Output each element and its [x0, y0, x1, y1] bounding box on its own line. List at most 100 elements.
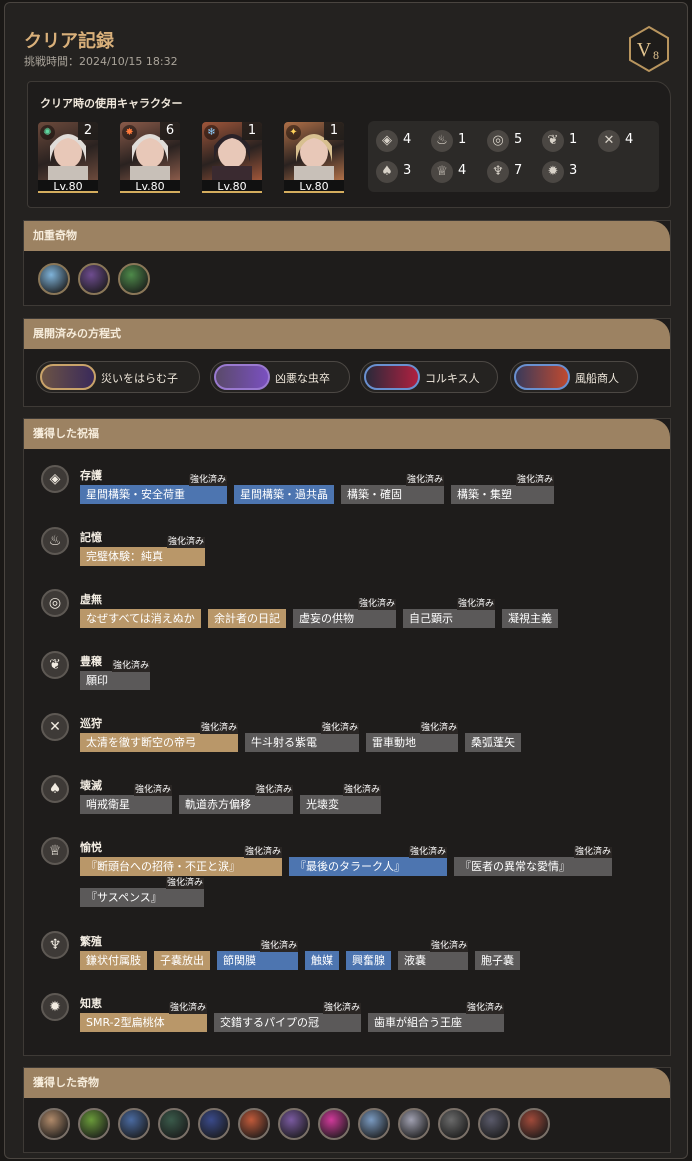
blessing-tag[interactable]: 『サスペンス』強化済み [80, 878, 204, 907]
curio-3-icon[interactable] [118, 1108, 150, 1140]
blessing-tag[interactable]: 交錯するパイプの冠強化済み [214, 1003, 361, 1032]
blessing-label: 桑弧蓬矢 [471, 736, 515, 749]
blessing-path-name: 虚無 [80, 593, 102, 606]
curio-4-icon[interactable] [158, 1108, 190, 1140]
blessing-tag[interactable]: 『最後のタラーク人』強化済み [289, 847, 447, 876]
blessings-panel: 獲得した祝福 ◈存護星間構築・安全荷重強化済み星間構築・過共晶構築・確固強化済み… [23, 418, 671, 1056]
equations-title: 展開済みの方程式 [24, 319, 670, 349]
character-portrait: ✸6 [120, 122, 180, 180]
blessing-label: 鎌状付属肢 [86, 954, 141, 967]
blessing-tag[interactable]: 鎌状付属肢 [80, 951, 147, 970]
imaginary-element-icon: ✦ [286, 125, 301, 140]
blessing-path-name: 繁殖 [80, 935, 102, 948]
equation-chip[interactable]: コルキス人 [360, 361, 498, 393]
curio-8-icon[interactable] [318, 1108, 350, 1140]
blessing-label: なぜすべては消えぬか [86, 612, 195, 625]
blessing-tag[interactable]: 興奮腺 [346, 951, 391, 970]
blessing-tag[interactable]: 『断頭台への招待・不正と涙』強化済み [80, 847, 282, 876]
preservation-icon: ◈ [41, 465, 69, 493]
blessing-tag[interactable]: 星間構築・安全荷重強化済み [80, 475, 227, 504]
equation-chip[interactable]: 災いをはらむ子 [36, 361, 200, 393]
enhanced-badge: 強化済み [342, 785, 381, 796]
blessing-tag[interactable]: 完璧体験：純真強化済み [80, 537, 205, 566]
character-portrait: ❄1 [202, 122, 262, 180]
path-count: 1 [569, 132, 578, 147]
character-portrait: ✺2 [38, 122, 98, 180]
enhanced-badge: 強化済み [515, 475, 554, 486]
blessing-label: 構築・確固 [347, 488, 402, 501]
curio-1-icon[interactable] [38, 1108, 70, 1140]
enhanced-badge: 強化済み [419, 723, 458, 734]
blessing-tag[interactable]: SMR-2型扁桃体強化済み [80, 1003, 207, 1032]
curio-9-icon[interactable] [358, 1108, 390, 1140]
curio-5-icon[interactable] [198, 1108, 230, 1140]
blessing-label: 歯車が組合う王座 [374, 1016, 462, 1029]
blessing-tag[interactable]: 哨戒衛星強化済み [80, 785, 172, 814]
equation-image [214, 364, 270, 390]
equation-label: コルキス人 [425, 372, 480, 385]
blessing-tag[interactable]: 『医者の異常な愛情』強化済み [454, 847, 612, 876]
enhanced-badge: 強化済み [133, 785, 172, 796]
blessing-tag[interactable]: 光壊変強化済み [300, 785, 381, 814]
blessing-label: 星間構築・過共晶 [240, 488, 328, 501]
enhanced-badge: 強化済み [166, 537, 205, 548]
blessing-path-name: 存護 [80, 469, 102, 482]
remembrance-icon: ♨ [41, 527, 69, 555]
nihility-icon: ◎ [487, 130, 509, 152]
blessing-label: 自己顕示 [409, 612, 453, 625]
blessing-tag[interactable]: 凝視主義 [502, 609, 558, 628]
character-face [294, 134, 334, 180]
blessing-label: 余計者の日記 [214, 612, 280, 625]
elation-icon: ♕ [41, 837, 69, 865]
badge-number: 8 [653, 48, 659, 62]
blessing-tag[interactable]: 液嚢強化済み [398, 941, 468, 970]
curio-10-icon[interactable] [398, 1108, 430, 1140]
blessing-label: 触媒 [311, 954, 333, 967]
blessing-tag[interactable]: 構築・確固強化済み [341, 475, 444, 504]
blessing-tag[interactable]: 子嚢放出 [154, 951, 210, 970]
blessing-tag[interactable]: 牛斗射る紫電強化済み [245, 723, 359, 752]
enhanced-badge: 強化済み [573, 847, 612, 858]
difficulty-badge: V 8 [627, 25, 671, 73]
blessing-label: 雷車動地 [372, 736, 416, 749]
curio-2-icon[interactable] [78, 1108, 110, 1140]
blessing-label: 節関膜 [223, 954, 256, 967]
blessing-tag[interactable]: なぜすべては消えぬか [80, 609, 201, 628]
weighted-curio-2-icon[interactable] [78, 263, 110, 295]
blessing-tag[interactable]: 余計者の日記 [208, 609, 286, 628]
equation-chip[interactable]: 凶悪な虫卒 [210, 361, 350, 393]
blessing-tag[interactable]: 星間構築・過共晶 [234, 485, 334, 504]
blessing-tag[interactable]: 桑弧蓬矢 [465, 733, 521, 752]
curio-13-icon[interactable] [518, 1108, 550, 1140]
curio-7-icon[interactable] [278, 1108, 310, 1140]
curio-6-icon[interactable] [238, 1108, 270, 1140]
blessing-tag[interactable]: 雷車動地強化済み [366, 723, 458, 752]
eidolon-count: 1 [242, 122, 262, 140]
blessing-tag[interactable]: 軌道赤方偏移強化済み [179, 785, 293, 814]
enhanced-badge: 強化済み [322, 1003, 361, 1014]
blessing-label: 子嚢放出 [160, 954, 204, 967]
blessing-tag[interactable]: 胞子嚢 [475, 951, 520, 970]
blessing-label: 太清を徹す断空の帝弓 [86, 736, 196, 749]
blessing-tag[interactable]: 構築・集塑強化済み [451, 475, 554, 504]
equation-chip[interactable]: 風船商人 [510, 361, 638, 393]
enhanced-badge: 強化済み [188, 475, 227, 486]
blessing-tag[interactable]: 歯車が組合う王座強化済み [368, 1003, 504, 1032]
curios-panel: 獲得した奇物 [23, 1067, 671, 1153]
curio-12-icon[interactable] [478, 1108, 510, 1140]
blessing-tag[interactable]: 節関膜強化済み [217, 941, 298, 970]
blessing-tag[interactable]: 自己顕示強化済み [403, 599, 495, 628]
blessing-tag[interactable]: 触媒 [305, 951, 339, 970]
curio-11-icon[interactable] [438, 1108, 470, 1140]
weighted-curio-1-icon[interactable] [38, 263, 70, 295]
weighted-curio-3-icon[interactable] [118, 263, 150, 295]
enhanced-badge: 強化済み [254, 785, 293, 796]
blessing-tag[interactable]: 太清を徹す断空の帝弓強化済み [80, 723, 238, 752]
blessing-tag[interactable]: 願印強化済み [80, 661, 150, 690]
blessing-tag[interactable]: 虚妄の供物強化済み [293, 599, 396, 628]
challenge-time: 挑戦時間：2024/10/15 18:32 [24, 55, 178, 68]
